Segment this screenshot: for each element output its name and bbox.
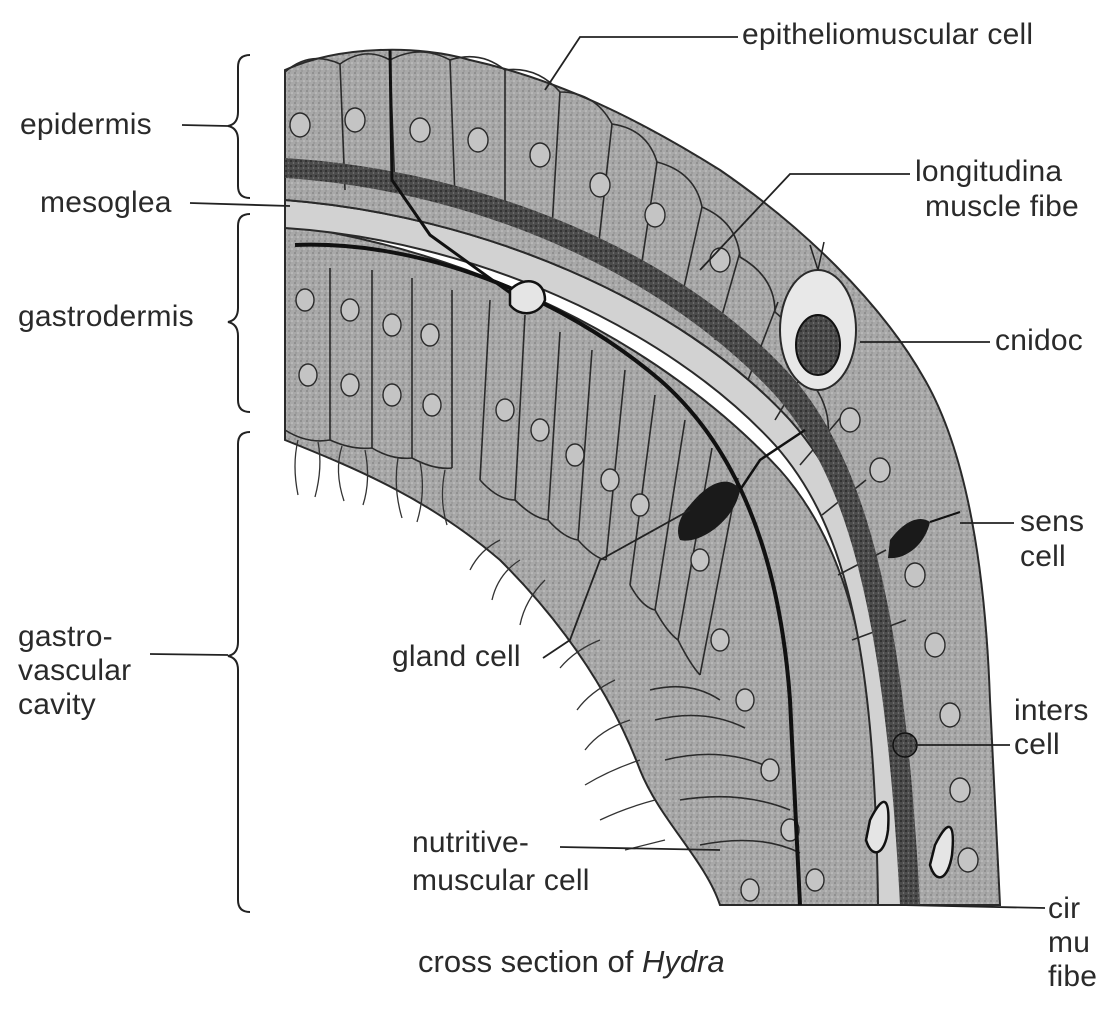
- label-interstitial-line1: inters: [1014, 694, 1089, 728]
- label-epitheliomuscular-cell: epitheliomuscular cell: [742, 18, 1033, 52]
- label-interstitial-line2: cell: [1014, 728, 1060, 762]
- label-sensory-line1: sens: [1020, 505, 1084, 539]
- epidermis-bracket: [228, 55, 250, 198]
- cavity-bracket: [228, 432, 250, 912]
- caption-species: Hydra: [642, 944, 725, 979]
- label-gastro-line2: vascular: [18, 654, 131, 688]
- gastrodermis-bracket: [228, 214, 250, 412]
- label-cnidocyte: cnidoc: [995, 324, 1083, 358]
- label-longitudinal-line2: muscle fibe: [925, 190, 1079, 224]
- label-circular-line2: mu: [1048, 926, 1090, 960]
- label-longitudinal-line1: longitudina: [915, 155, 1062, 189]
- label-circular-line3: fibe: [1048, 960, 1097, 994]
- label-gastro-line3: cavity: [18, 688, 96, 722]
- caption-prefix: cross section of: [418, 944, 642, 979]
- label-gland-cell: gland cell: [392, 640, 521, 674]
- label-epidermis: epidermis: [20, 108, 152, 142]
- label-mesoglea: mesoglea: [40, 186, 172, 220]
- label-gastro-line1: gastro-: [18, 620, 113, 654]
- label-sensory-line2: cell: [1020, 540, 1066, 574]
- label-gastrodermis: gastrodermis: [18, 300, 194, 334]
- label-circular-line1: cir: [1048, 892, 1080, 926]
- label-nutritive-line1: nutritive-: [412, 826, 529, 860]
- label-nutritive-line2: muscular cell: [412, 864, 590, 898]
- brackets: [228, 55, 250, 912]
- interstitial-cell: [893, 733, 917, 757]
- figure-caption: cross section of Hydra: [418, 944, 725, 980]
